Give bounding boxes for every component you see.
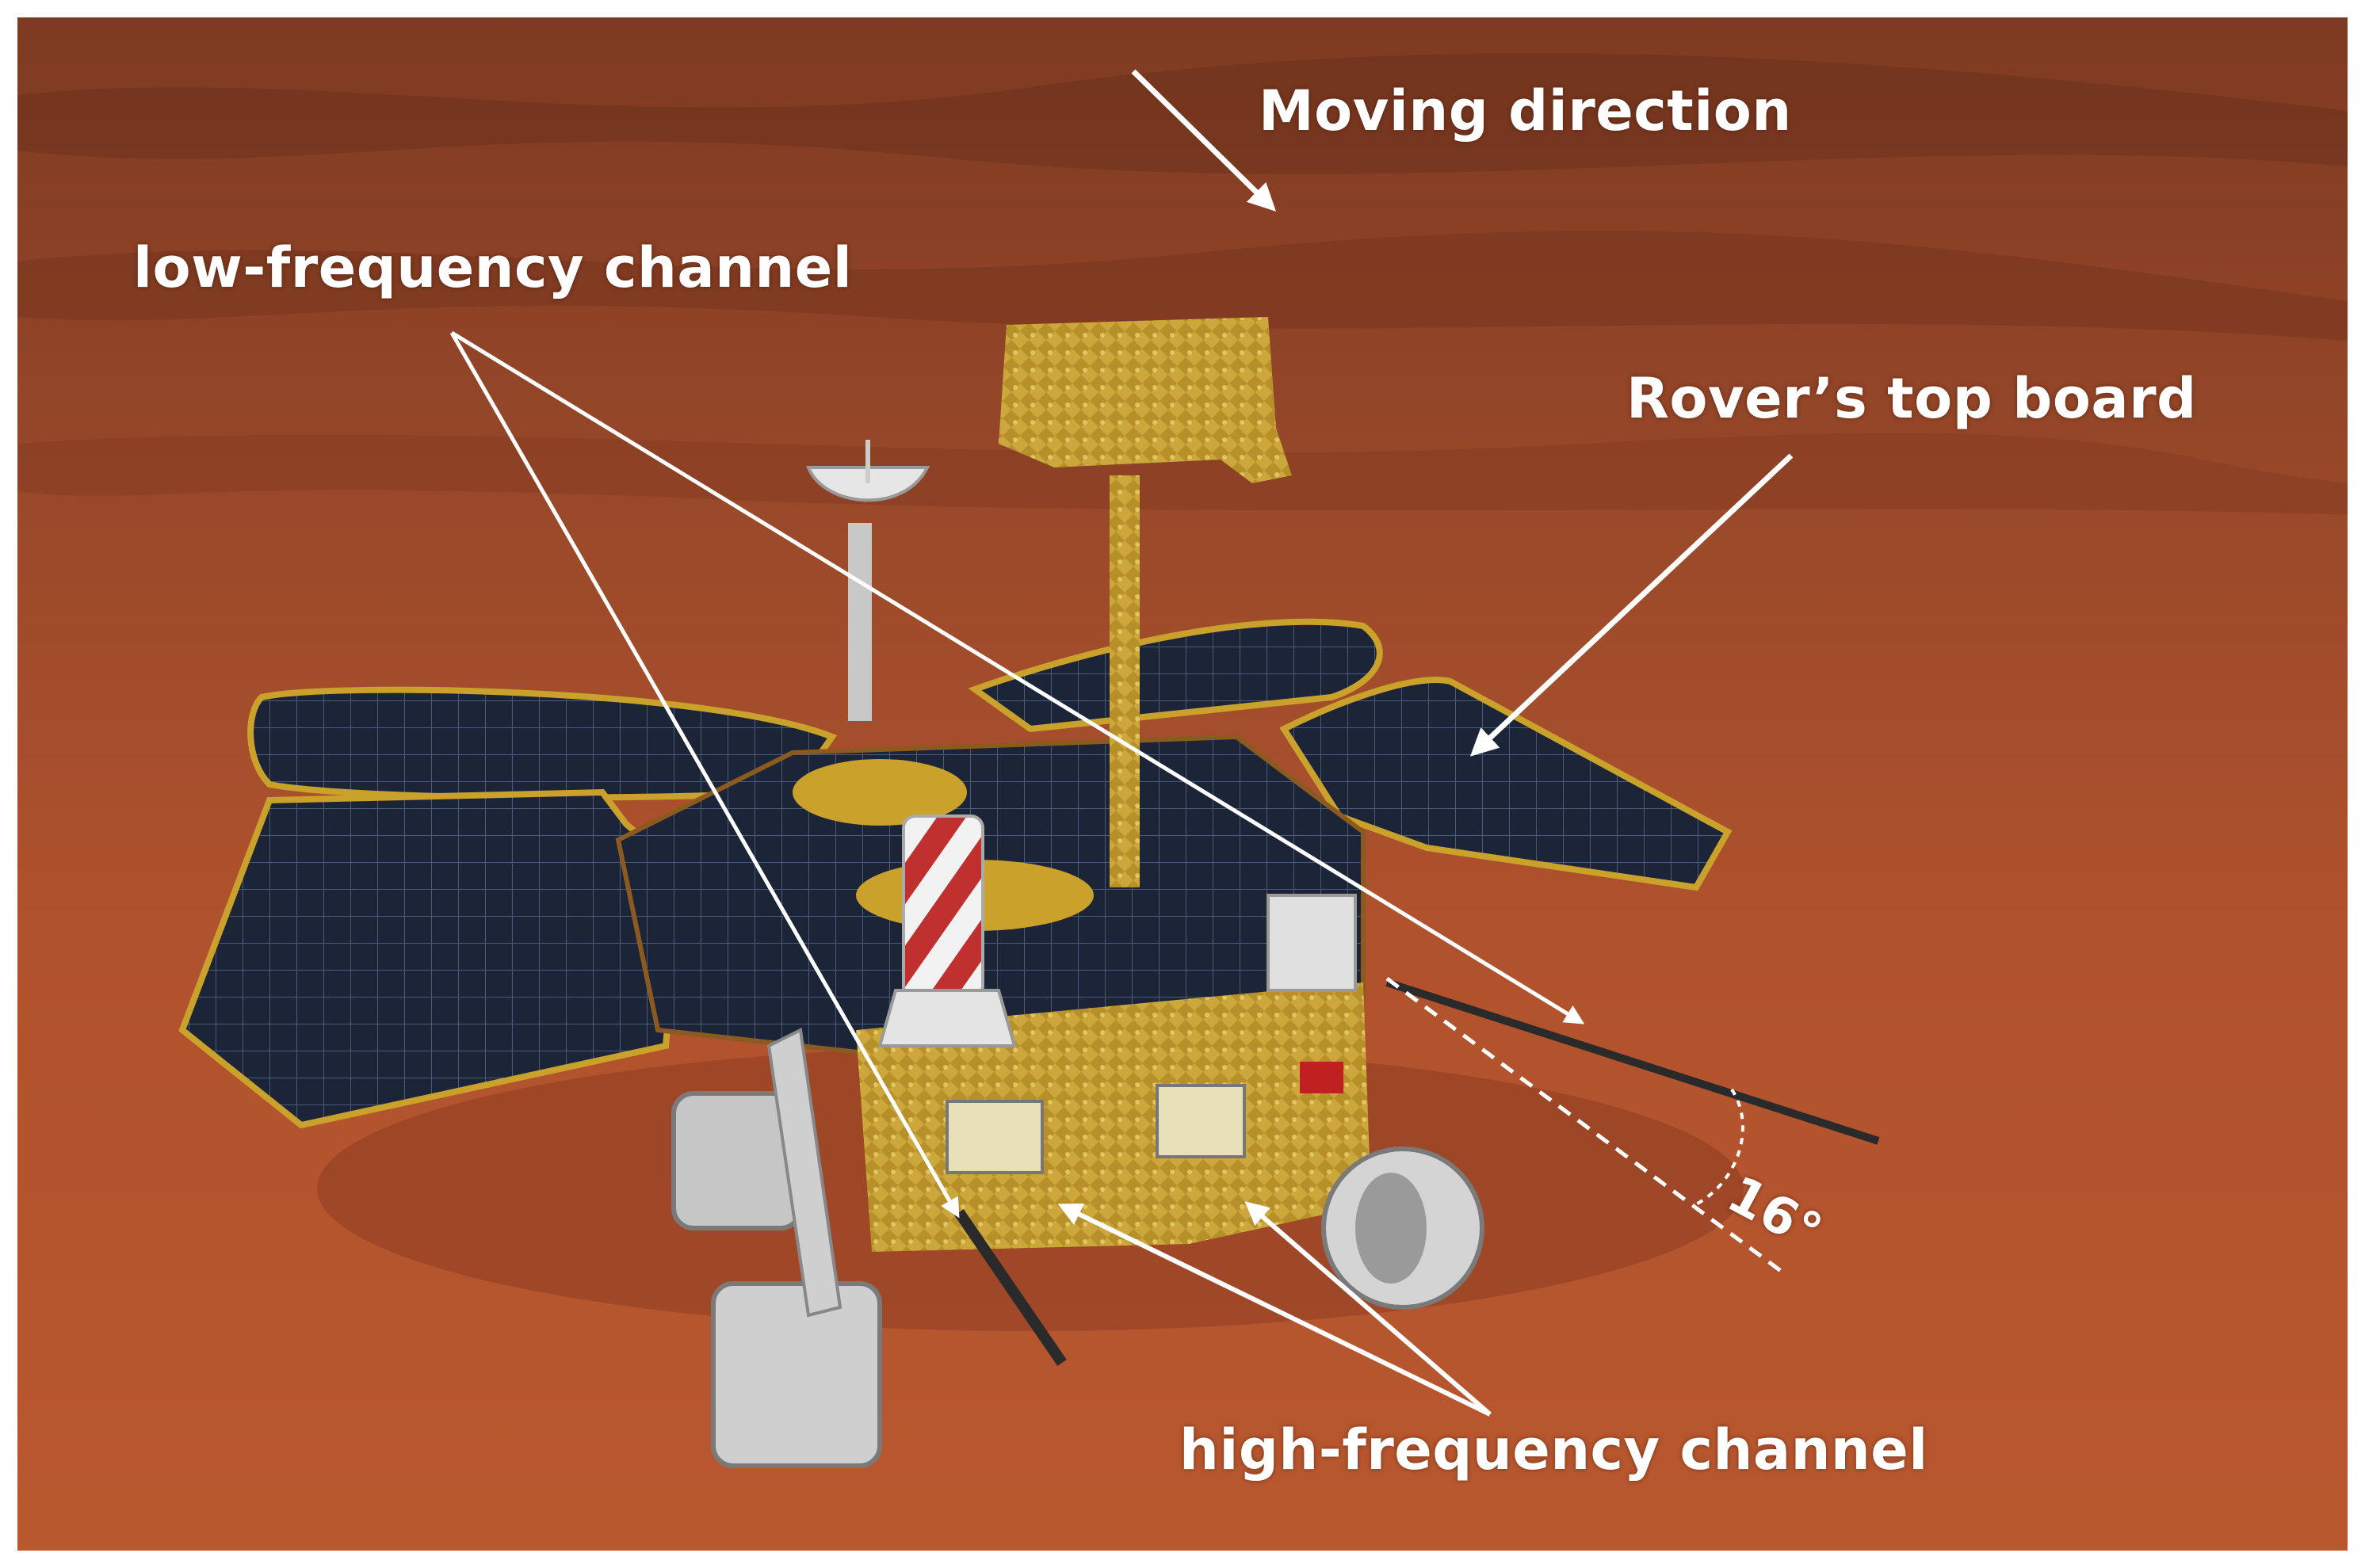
low-frequency-rod <box>954 1209 1067 1366</box>
solar-panel-right-front <box>1279 677 1733 891</box>
high-frequency-rod <box>1385 979 1880 1145</box>
high-frequency-arrow-1 <box>1057 1204 1492 1417</box>
striped-cylinder <box>902 815 984 1000</box>
high-frequency-arrow-2 <box>1244 1201 1492 1417</box>
low-frequency-arrow-1 <box>449 331 960 1219</box>
mast-head <box>999 317 1292 483</box>
deck-gold-disc-1 <box>793 759 967 826</box>
high-frequency-channel-label: high-frequency channel <box>1179 1417 1928 1482</box>
satellite-dish-icon <box>806 440 930 721</box>
red-plate <box>1300 1062 1343 1093</box>
cliff-terrain <box>17 53 2348 515</box>
moving-direction-arrow-icon <box>1131 69 1276 212</box>
top-board-label: Rover’s top board <box>1626 366 2197 431</box>
mast-pole <box>1110 475 1140 887</box>
angle-reference-dashed <box>1385 976 1789 1278</box>
angle-arc <box>1695 1088 1744 1206</box>
rover-body <box>856 982 1371 1252</box>
low-frequency-arrow-2 <box>450 330 1585 1024</box>
top-board-arrow <box>1469 453 1794 757</box>
body-window-2 <box>1156 1084 1246 1158</box>
right-instrument <box>1267 894 1357 992</box>
low-frequency-channel-label: low-frequency channel <box>133 235 853 300</box>
wheel-icon <box>671 1027 1484 1468</box>
solar-panel-right-back <box>968 618 1383 733</box>
solar-panel-left-back <box>247 686 838 801</box>
moving-direction-label: Moving direction <box>1259 78 1792 143</box>
body-window-1 <box>946 1100 1044 1174</box>
